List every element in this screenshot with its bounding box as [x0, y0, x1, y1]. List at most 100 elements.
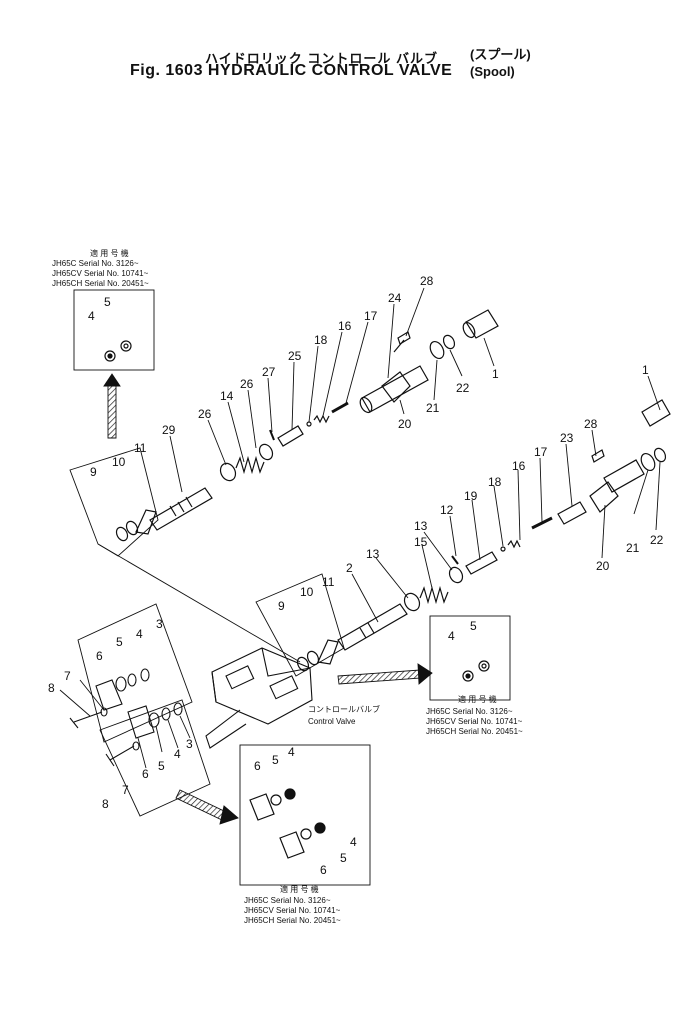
- part-22-ring: [442, 334, 456, 350]
- serial-line-1-bottom: JH65C Serial No. 3126~: [244, 896, 331, 905]
- part-16-spring-mid: [507, 539, 521, 549]
- callout-28-top: 28: [420, 274, 434, 288]
- serial-line-2-upper: JH65CV Serial No. 10741~: [52, 269, 149, 278]
- callout-23: 23: [560, 431, 574, 445]
- serial-line-2-right: JH65CV Serial No. 10741~: [426, 717, 523, 726]
- callout-4-b: 4: [174, 747, 181, 761]
- callout-22-mid: 22: [650, 533, 664, 547]
- callout-17-mid: 17: [534, 445, 548, 459]
- callout-16-top: 16: [338, 319, 352, 333]
- callout-13-a: 13: [414, 519, 428, 533]
- serial-line-1-right: JH65C Serial No. 3126~: [426, 707, 513, 716]
- serial-heading-bottom: 適 用 号 機: [280, 884, 319, 894]
- callout-9-top: 9: [90, 465, 97, 479]
- callout-inset-4b-bottom: 4: [350, 835, 357, 849]
- part-8-bolt-b: [105, 745, 135, 767]
- part-1-cover: [465, 309, 499, 339]
- serial-note-right: 適 用 号 機 JH65C Serial No. 3126~ JH65CV Se…: [426, 694, 523, 736]
- part-26-washer: [219, 462, 237, 482]
- callout-1-mid: 1: [642, 363, 649, 377]
- callout-4-a: 4: [136, 627, 143, 641]
- figure-subtitle: (スプール) (Spool): [470, 46, 531, 80]
- part-13-washer-b: [448, 566, 464, 584]
- part-16-spring: [313, 414, 330, 424]
- part-3-ring-a: [140, 668, 150, 682]
- serial-note-upper: 適 用 号 機 JH65C Serial No. 3126~ JH65CV Se…: [52, 248, 149, 288]
- part-20-flange: [381, 371, 411, 403]
- figure-subtitle-jp: (スプール): [470, 47, 531, 62]
- callout-7-b: 7: [122, 783, 129, 797]
- part-18-ball: [306, 421, 312, 427]
- callout-inset-5-bottom: 5: [272, 753, 279, 767]
- callout-inset-6-bottom: 6: [254, 759, 261, 773]
- part-23-tube: [603, 459, 645, 493]
- callout-2: 2: [346, 561, 353, 575]
- serial-line-3-upper: JH65CH Serial No. 20451~: [52, 279, 149, 288]
- callout-5-a: 5: [116, 635, 123, 649]
- callout-28-mid: 28: [584, 417, 598, 431]
- part-21-ring-mid: [640, 452, 656, 472]
- part-5-ring-a: [115, 676, 127, 692]
- callout-16-mid: 16: [512, 459, 526, 473]
- part-7-washer-a: [100, 707, 108, 717]
- part-4-ring-a: [127, 673, 137, 687]
- part-9-upper: [115, 526, 129, 542]
- part-26-washer-b: [258, 443, 274, 461]
- part-28-bolt-mid: [591, 449, 605, 463]
- callout-11-mid: 11: [322, 575, 335, 589]
- callout-10-mid: 10: [300, 585, 314, 599]
- callout-18-mid: 18: [488, 475, 502, 489]
- part-20-flange-mid: [589, 481, 619, 513]
- callout-10-top: 10: [112, 455, 126, 469]
- inset-box-bottom: [239, 744, 371, 886]
- part-13-washer: [403, 592, 421, 612]
- control-valve-label-jp: コントロールバルブ: [308, 704, 380, 714]
- part-10-mid: [306, 650, 320, 666]
- callout-17-top: 17: [364, 309, 378, 323]
- callout-9-mid: 9: [278, 599, 285, 613]
- part-12-pin: [451, 555, 459, 565]
- callout-inset-4-right: 4: [448, 629, 455, 643]
- part-25-stopper: [277, 425, 304, 447]
- callout-inset-4-upper: 4: [88, 309, 95, 323]
- leader-lines: [59, 287, 661, 886]
- part-23-cap: [557, 501, 587, 525]
- figure-title-japanese: ハイドロリック コントロール バルブ: [205, 51, 438, 66]
- serial-heading-upper: 適 用 号 機: [90, 248, 129, 258]
- part-6-plate-b: [127, 705, 155, 739]
- part-11-mid: [317, 639, 339, 665]
- part-6-plate-a: [95, 679, 123, 711]
- figure-subtitle-en: (Spool): [470, 64, 515, 79]
- callout-11-top: 11: [134, 441, 147, 455]
- callout-13-b: 13: [366, 547, 380, 561]
- part-28-bolt: [397, 331, 411, 345]
- part-17-rod: [331, 401, 349, 414]
- part-4-ring-b: [161, 707, 171, 721]
- left-cover-group: [69, 668, 183, 767]
- callout-27: 27: [262, 365, 276, 379]
- callout-inset-5b-bottom: 5: [340, 851, 347, 865]
- callout-6-a: 6: [96, 649, 103, 663]
- part-17-rod-mid: [531, 516, 553, 530]
- callout-3-b: 3: [186, 737, 193, 751]
- callout-5-b: 5: [158, 759, 165, 773]
- part-8-bolt-a: [69, 711, 103, 729]
- callout-inset-4-bottom: 4: [288, 745, 295, 759]
- serial-note-bottom: 適 用 号 機 JH65C Serial No. 3126~ JH65CV Se…: [244, 884, 341, 925]
- callout-8-a: 8: [48, 681, 55, 695]
- callout-24: 24: [388, 291, 402, 305]
- part-22-ring-mid: [653, 447, 667, 463]
- serial-heading-right: 適 用 号 機: [458, 694, 497, 704]
- serial-line-3-right: JH65CH Serial No. 20451~: [426, 727, 523, 736]
- callout-inset-5-right: 5: [470, 619, 477, 633]
- callout-3-a: 3: [156, 617, 163, 631]
- control-valve-callout: コントロールバルブ Control Valve: [308, 704, 380, 726]
- callout-numbers: 1 22 21 20 24 28 17 16 18 25 27 26 14 26…: [48, 274, 664, 877]
- part-21-ring: [429, 340, 445, 360]
- part-5-ring-b: [148, 712, 160, 728]
- upper-spool-assembly: [115, 309, 499, 542]
- figure-title: Fig. 1603 HYDRAULIC CONTROL VALVE: [130, 62, 453, 79]
- part-14-spring: [235, 455, 265, 475]
- callout-26-a: 26: [240, 377, 254, 391]
- serial-line-1-upper: JH65C Serial No. 3126~: [52, 259, 139, 268]
